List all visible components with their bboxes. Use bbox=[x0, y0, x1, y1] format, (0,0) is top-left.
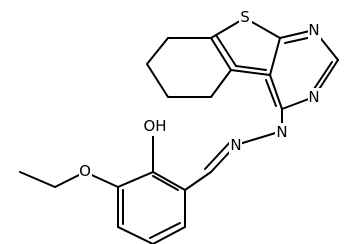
atom-label: S bbox=[240, 8, 250, 26]
atom-label: N bbox=[276, 123, 287, 141]
bond bbox=[210, 37, 232, 71]
bond bbox=[117, 226, 154, 244]
atom-nitrogen-imine: N bbox=[229, 136, 242, 155]
bond bbox=[265, 79, 277, 107]
bond bbox=[149, 222, 181, 239]
bond bbox=[235, 65, 267, 71]
bond bbox=[210, 69, 232, 98]
bond bbox=[146, 63, 169, 98]
bond bbox=[269, 74, 283, 110]
bond bbox=[235, 130, 283, 146]
atom-nitrogen-bottom: N bbox=[308, 88, 321, 107]
atom-nitrogen-top: N bbox=[308, 21, 321, 40]
bond bbox=[204, 140, 232, 170]
bond bbox=[19, 171, 56, 188]
bond bbox=[152, 226, 186, 244]
atom-nitrogen-nh: N bbox=[275, 123, 288, 142]
bond bbox=[117, 171, 154, 188]
atom-label: OH bbox=[143, 117, 166, 135]
atom-label: N bbox=[230, 136, 241, 154]
atom-label: N bbox=[308, 88, 319, 106]
atoms: S N N N N OH O bbox=[79, 8, 321, 181]
bond bbox=[311, 61, 333, 93]
bonds bbox=[19, 17, 339, 244]
bond bbox=[152, 171, 186, 191]
bond bbox=[215, 34, 237, 67]
bond bbox=[146, 37, 169, 65]
bond bbox=[152, 175, 179, 191]
atom-ether-oxygen: O bbox=[79, 162, 92, 181]
atom-sulfur: S bbox=[239, 8, 252, 27]
bond bbox=[269, 37, 281, 76]
atom-label: O bbox=[79, 162, 91, 180]
atom-label: N bbox=[308, 21, 319, 39]
bond bbox=[230, 69, 271, 76]
atom-hydroxy: OH bbox=[143, 117, 168, 136]
bond bbox=[184, 171, 212, 191]
bond bbox=[284, 36, 313, 44]
